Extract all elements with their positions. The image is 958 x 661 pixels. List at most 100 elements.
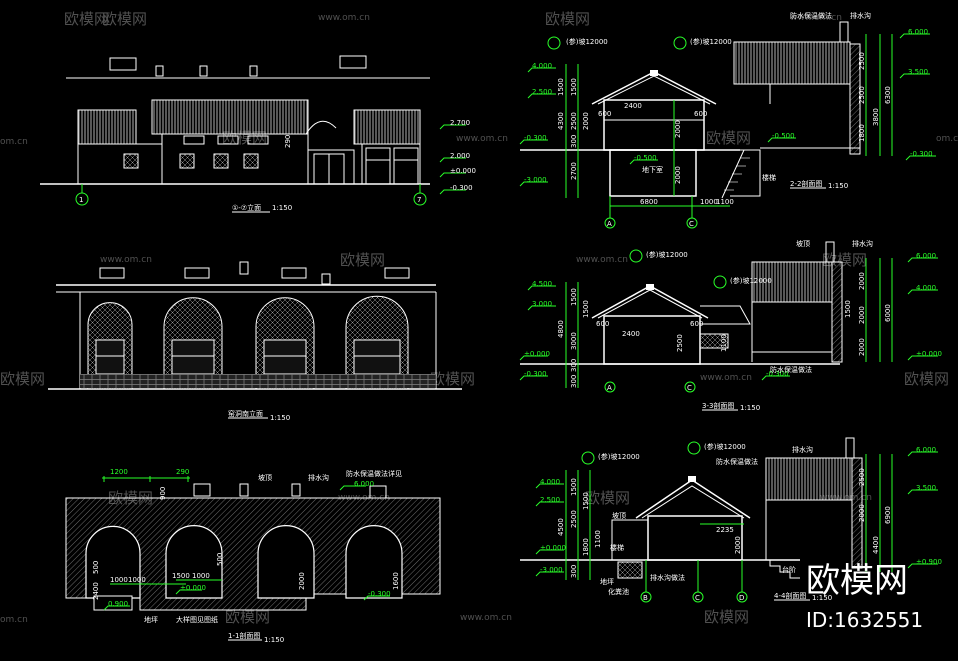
brand-logo-text: 欧模网 [806, 561, 908, 601]
watermark-url: om.cn [0, 615, 28, 625]
watermark-url: om.cn [0, 137, 28, 147]
dim-label: 1600 [392, 572, 400, 590]
dim-label: 3000 [570, 332, 578, 350]
watermark-url: www.om.cn [700, 373, 752, 383]
dim-label: 2400 [624, 102, 642, 110]
dim-label: 2000 [858, 272, 866, 290]
dim-label: 500 [92, 561, 100, 574]
axis-bubble-1 [75, 192, 89, 206]
level-label: -0.300 [766, 370, 789, 378]
annotation: 排水沟 [852, 239, 873, 248]
ridge-label: (参)坡12000 [566, 37, 608, 46]
dim-label: 2500 [676, 334, 684, 352]
drawing-scale: 1:150 [740, 404, 760, 412]
dim-label: 2000 [582, 112, 590, 130]
annotation: 防水保温做法 [716, 457, 758, 466]
axis-label: C [687, 384, 692, 392]
drawing-title: 4-4剖面图 [774, 591, 806, 600]
dim-label: 1800 [858, 124, 866, 142]
annotation: 化粪池 [608, 587, 629, 596]
annotation: 楼梯 [610, 543, 624, 552]
level-label: -0.500 [634, 154, 657, 162]
dimension-label: 290 [284, 135, 292, 148]
section-4-4: (参)坡12000 (参)坡12000 B C D 4.000 2.500 ±0… [520, 437, 942, 603]
dim-label: 2500 [858, 468, 866, 486]
level-label: 3.500 [916, 484, 936, 492]
watermark-url: www.om.cn [790, 13, 842, 23]
cave-section-arch [257, 525, 315, 599]
level-label: 6.000 [908, 28, 928, 36]
ridge-label: (参)坡12000 [730, 276, 772, 285]
brand-badge: 欧模网 ID:1632551 [806, 561, 923, 632]
watermark-brand: 欧模网 [340, 251, 385, 269]
dim-label: 2000 [858, 306, 866, 324]
section-1-1: 1200 290 1000 1000 1500 1000 6.000 ±0.00… [65, 468, 441, 644]
watermark-brand: 欧模网 [545, 10, 590, 28]
level-label: 6.000 [916, 446, 936, 454]
dim-label: 600 [690, 320, 703, 328]
dim-label: 1200 [110, 468, 128, 476]
axis-label-right: 7 [417, 196, 421, 204]
cave-section-arch [85, 525, 141, 599]
axis-label: D [739, 594, 744, 602]
ridge-label: (参)坡12000 [646, 250, 688, 259]
drawing-scale: 1:150 [270, 414, 290, 422]
level-label: 2.500 [532, 88, 552, 96]
elevation-cave-south: 窑洞南立面 1:150 [48, 261, 462, 422]
watermark-url: www.om.cn [100, 255, 152, 265]
dim-label: 1500 [570, 78, 578, 96]
dim-label: 4800 [557, 320, 565, 338]
dim-label: 2500 [570, 510, 578, 528]
dim-label: 2400 [622, 330, 640, 338]
watermark-brand: 欧模网 [706, 129, 751, 147]
dim-label: 1100 [594, 530, 602, 548]
cave-section-arch [345, 525, 403, 599]
annotation: 地坪 [600, 577, 614, 586]
section-3-3: (参)坡12000 (参)坡12000 A C 4.500 3.000 ±0.0… [519, 239, 942, 412]
watermark-brand: 欧模网 [102, 10, 147, 28]
dim-label: 6000 [884, 304, 892, 322]
dim-label: 6300 [884, 86, 892, 104]
dim-label: 600 [694, 110, 707, 118]
drawing-title: 窑洞南立面 [228, 409, 263, 418]
drawing-title: 2-2剖面图 [790, 179, 822, 188]
level-label: ±0.000 [540, 544, 566, 552]
annotation: 排水沟做法 [650, 573, 685, 582]
dim-label: 1100 [720, 334, 728, 352]
dim-label: 1500 [570, 288, 578, 306]
dim-label: 1500 [582, 300, 590, 318]
dim-label: 2000 [858, 504, 866, 522]
annotation: 防水保温做法 [770, 365, 812, 374]
ridge-label: (参)坡12000 [690, 37, 732, 46]
dim-label: 1000 [128, 576, 146, 584]
dim-label: 500 [216, 553, 224, 566]
level-label: 2.000 [450, 152, 470, 160]
level-label: 2.700 [450, 119, 470, 127]
level-label: -3.000 [540, 566, 563, 574]
annotation: 坡顶 [612, 511, 626, 520]
annotation: 大样图见图纸 [176, 615, 218, 624]
cave-window [171, 339, 215, 375]
level-label: 4.000 [916, 284, 936, 292]
dim-label: 2000 [674, 166, 682, 184]
cave-window [263, 339, 307, 375]
watermark-brand: 欧模网 [64, 10, 109, 28]
dim-label: 300 [570, 359, 578, 372]
dim-label: 4400 [872, 536, 880, 554]
dim-label: 300 [570, 135, 578, 148]
dim-label: 2500 [858, 86, 866, 104]
level-label: 0.900 [108, 600, 128, 608]
dim-label: 1000 [700, 198, 718, 206]
dim-label: 2235 [716, 526, 734, 534]
dim-label: 1500 [557, 78, 565, 96]
annotation: 排水沟 [792, 445, 813, 454]
level-label: ±0.000 [180, 584, 206, 592]
axis-bubble-7 [413, 192, 427, 206]
annotation: 坡顶 [796, 239, 810, 248]
level-label: -0.300 [910, 150, 933, 158]
dim-label: 1500 [582, 492, 590, 510]
dim-label: 2400 [92, 582, 100, 600]
level-label: -0.300 [524, 134, 547, 142]
dim-label: 1500 [844, 300, 852, 318]
cave-window [95, 339, 125, 375]
